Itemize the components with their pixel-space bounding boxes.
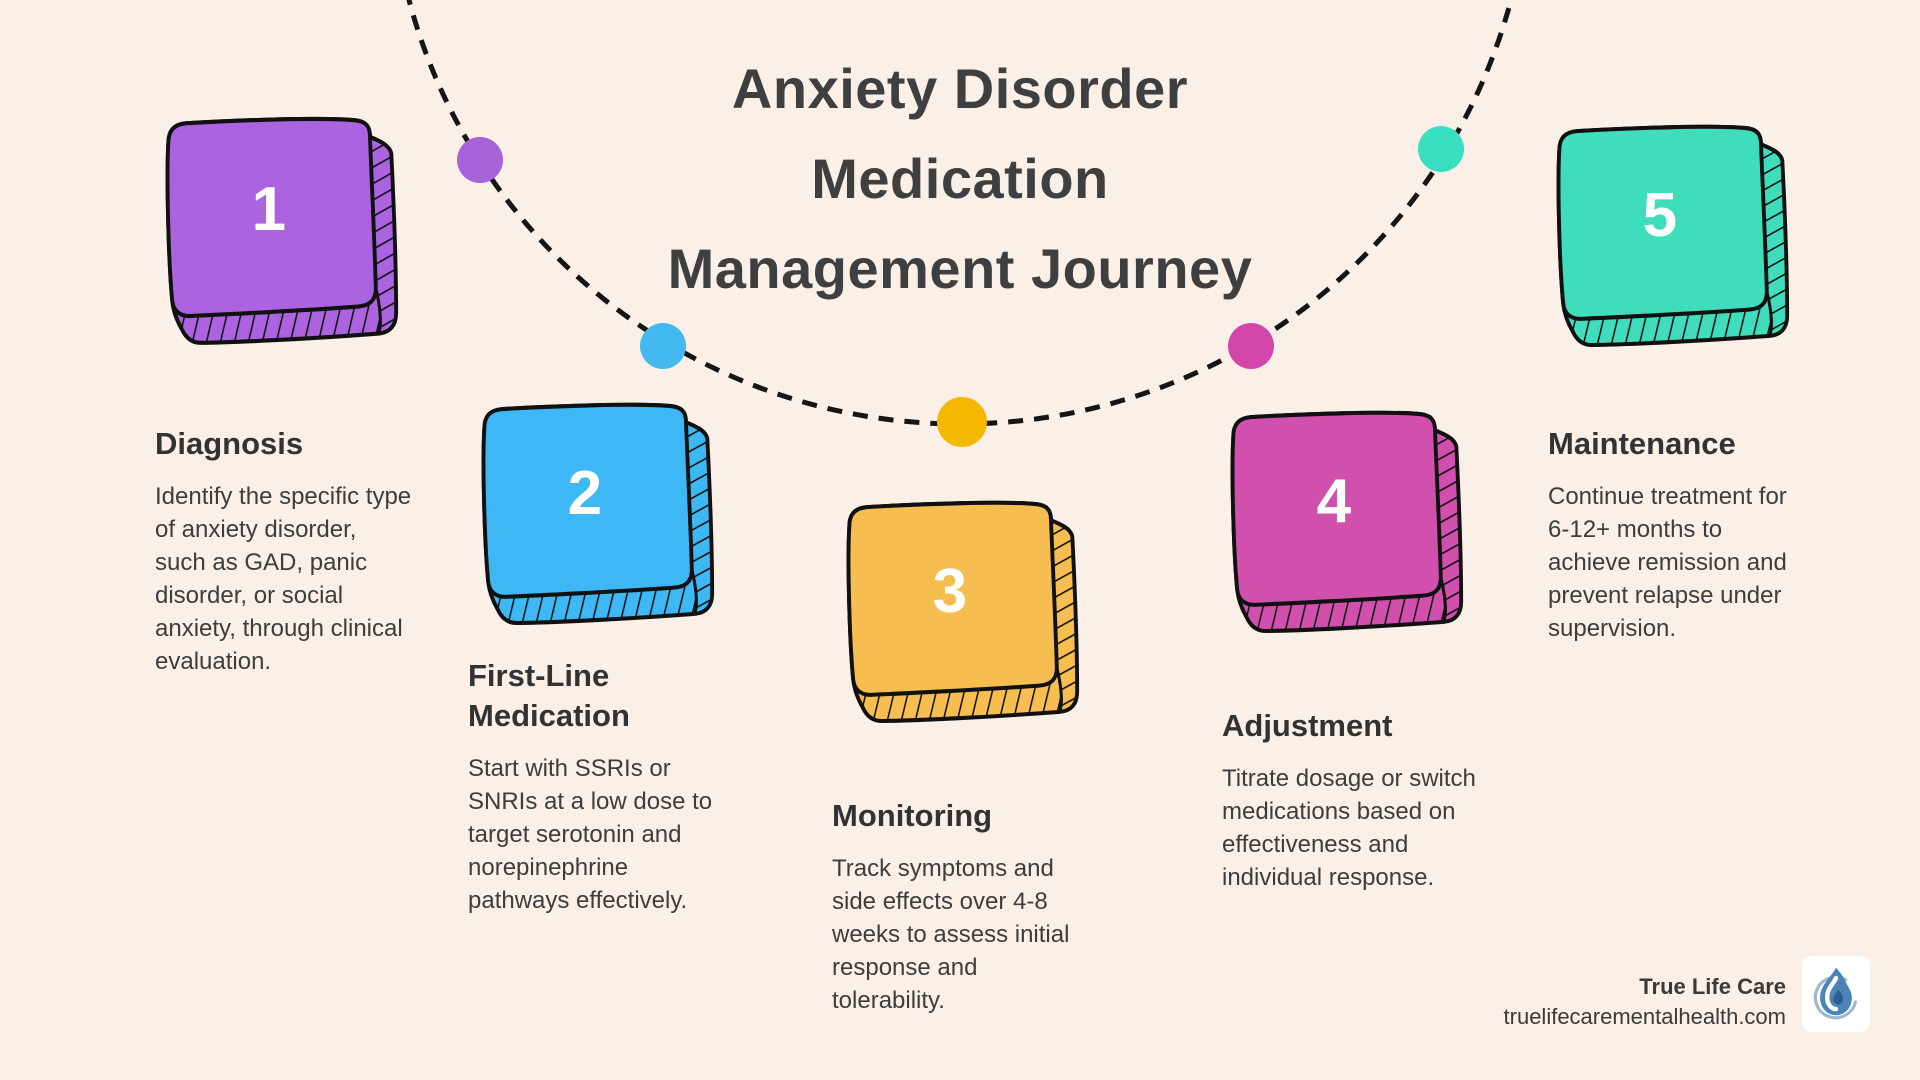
- step-number-1: 1: [251, 175, 287, 245]
- page-title: Anxiety Disorder Medication Management J…: [0, 44, 1920, 314]
- step-description: Continue treatment for 6-12+ months to a…: [1548, 483, 1787, 642]
- step-text-maintenance: Maintenance Continue treatment for 6-12+…: [1548, 424, 1810, 645]
- water-drop-icon: [1813, 967, 1857, 1020]
- step-number-4: 4: [1316, 466, 1352, 536]
- step-number-2: 2: [567, 458, 603, 528]
- step-title: Diagnosis: [155, 426, 304, 461]
- title-line-3: Management Journey: [667, 237, 1253, 300]
- step-dot-4: [1228, 323, 1274, 369]
- step-description: Titrate dosage or switch medications bas…: [1222, 765, 1476, 891]
- step-text-monitoring: Monitoring Track symptoms and side effec…: [832, 796, 1084, 1017]
- brand-name: True Life Care: [1639, 974, 1786, 999]
- title-line-1: Anxiety Disorder: [731, 57, 1189, 120]
- step-title: Maintenance: [1548, 426, 1736, 461]
- step-text-first-line-medication: First-Line Medication Start with SSRIs o…: [468, 656, 723, 917]
- step-square-2: 2: [463, 400, 717, 628]
- step-text-adjustment: Adjustment Titrate dosage or switch medi…: [1222, 706, 1477, 894]
- step-square-5: 5: [1538, 122, 1792, 350]
- step-number-5: 5: [1642, 180, 1678, 250]
- step-dot-3: [937, 397, 987, 447]
- title-line-2: Medication: [811, 147, 1109, 210]
- step-title: Adjustment: [1222, 708, 1393, 743]
- step-title: First-Line Medication: [468, 658, 630, 733]
- step-title: Monitoring: [832, 798, 993, 833]
- step-description: Track symptoms and side effects over 4-8…: [832, 855, 1070, 1014]
- step-description: Start with SSRIs or SNRIs at a low dose …: [468, 755, 713, 914]
- step-dot-1: [457, 137, 503, 183]
- step-dot-5: [1418, 126, 1464, 172]
- step-text-diagnosis: Diagnosis Identify the specific type of …: [155, 424, 413, 678]
- step-description: Identify the specific type of anxiety di…: [155, 483, 412, 675]
- step-square-3: 3: [828, 498, 1082, 726]
- step-number-3: 3: [932, 556, 968, 626]
- step-square-1: 1: [147, 114, 401, 348]
- brand-logo: [1802, 956, 1870, 1032]
- step-dot-2: [640, 323, 686, 369]
- footer-brand-block: True Life Care truelifecarementalhealth.…: [1504, 972, 1786, 1032]
- step-square-4: 4: [1212, 408, 1466, 636]
- brand-website: truelifecarementalhealth.com: [1503, 1004, 1786, 1029]
